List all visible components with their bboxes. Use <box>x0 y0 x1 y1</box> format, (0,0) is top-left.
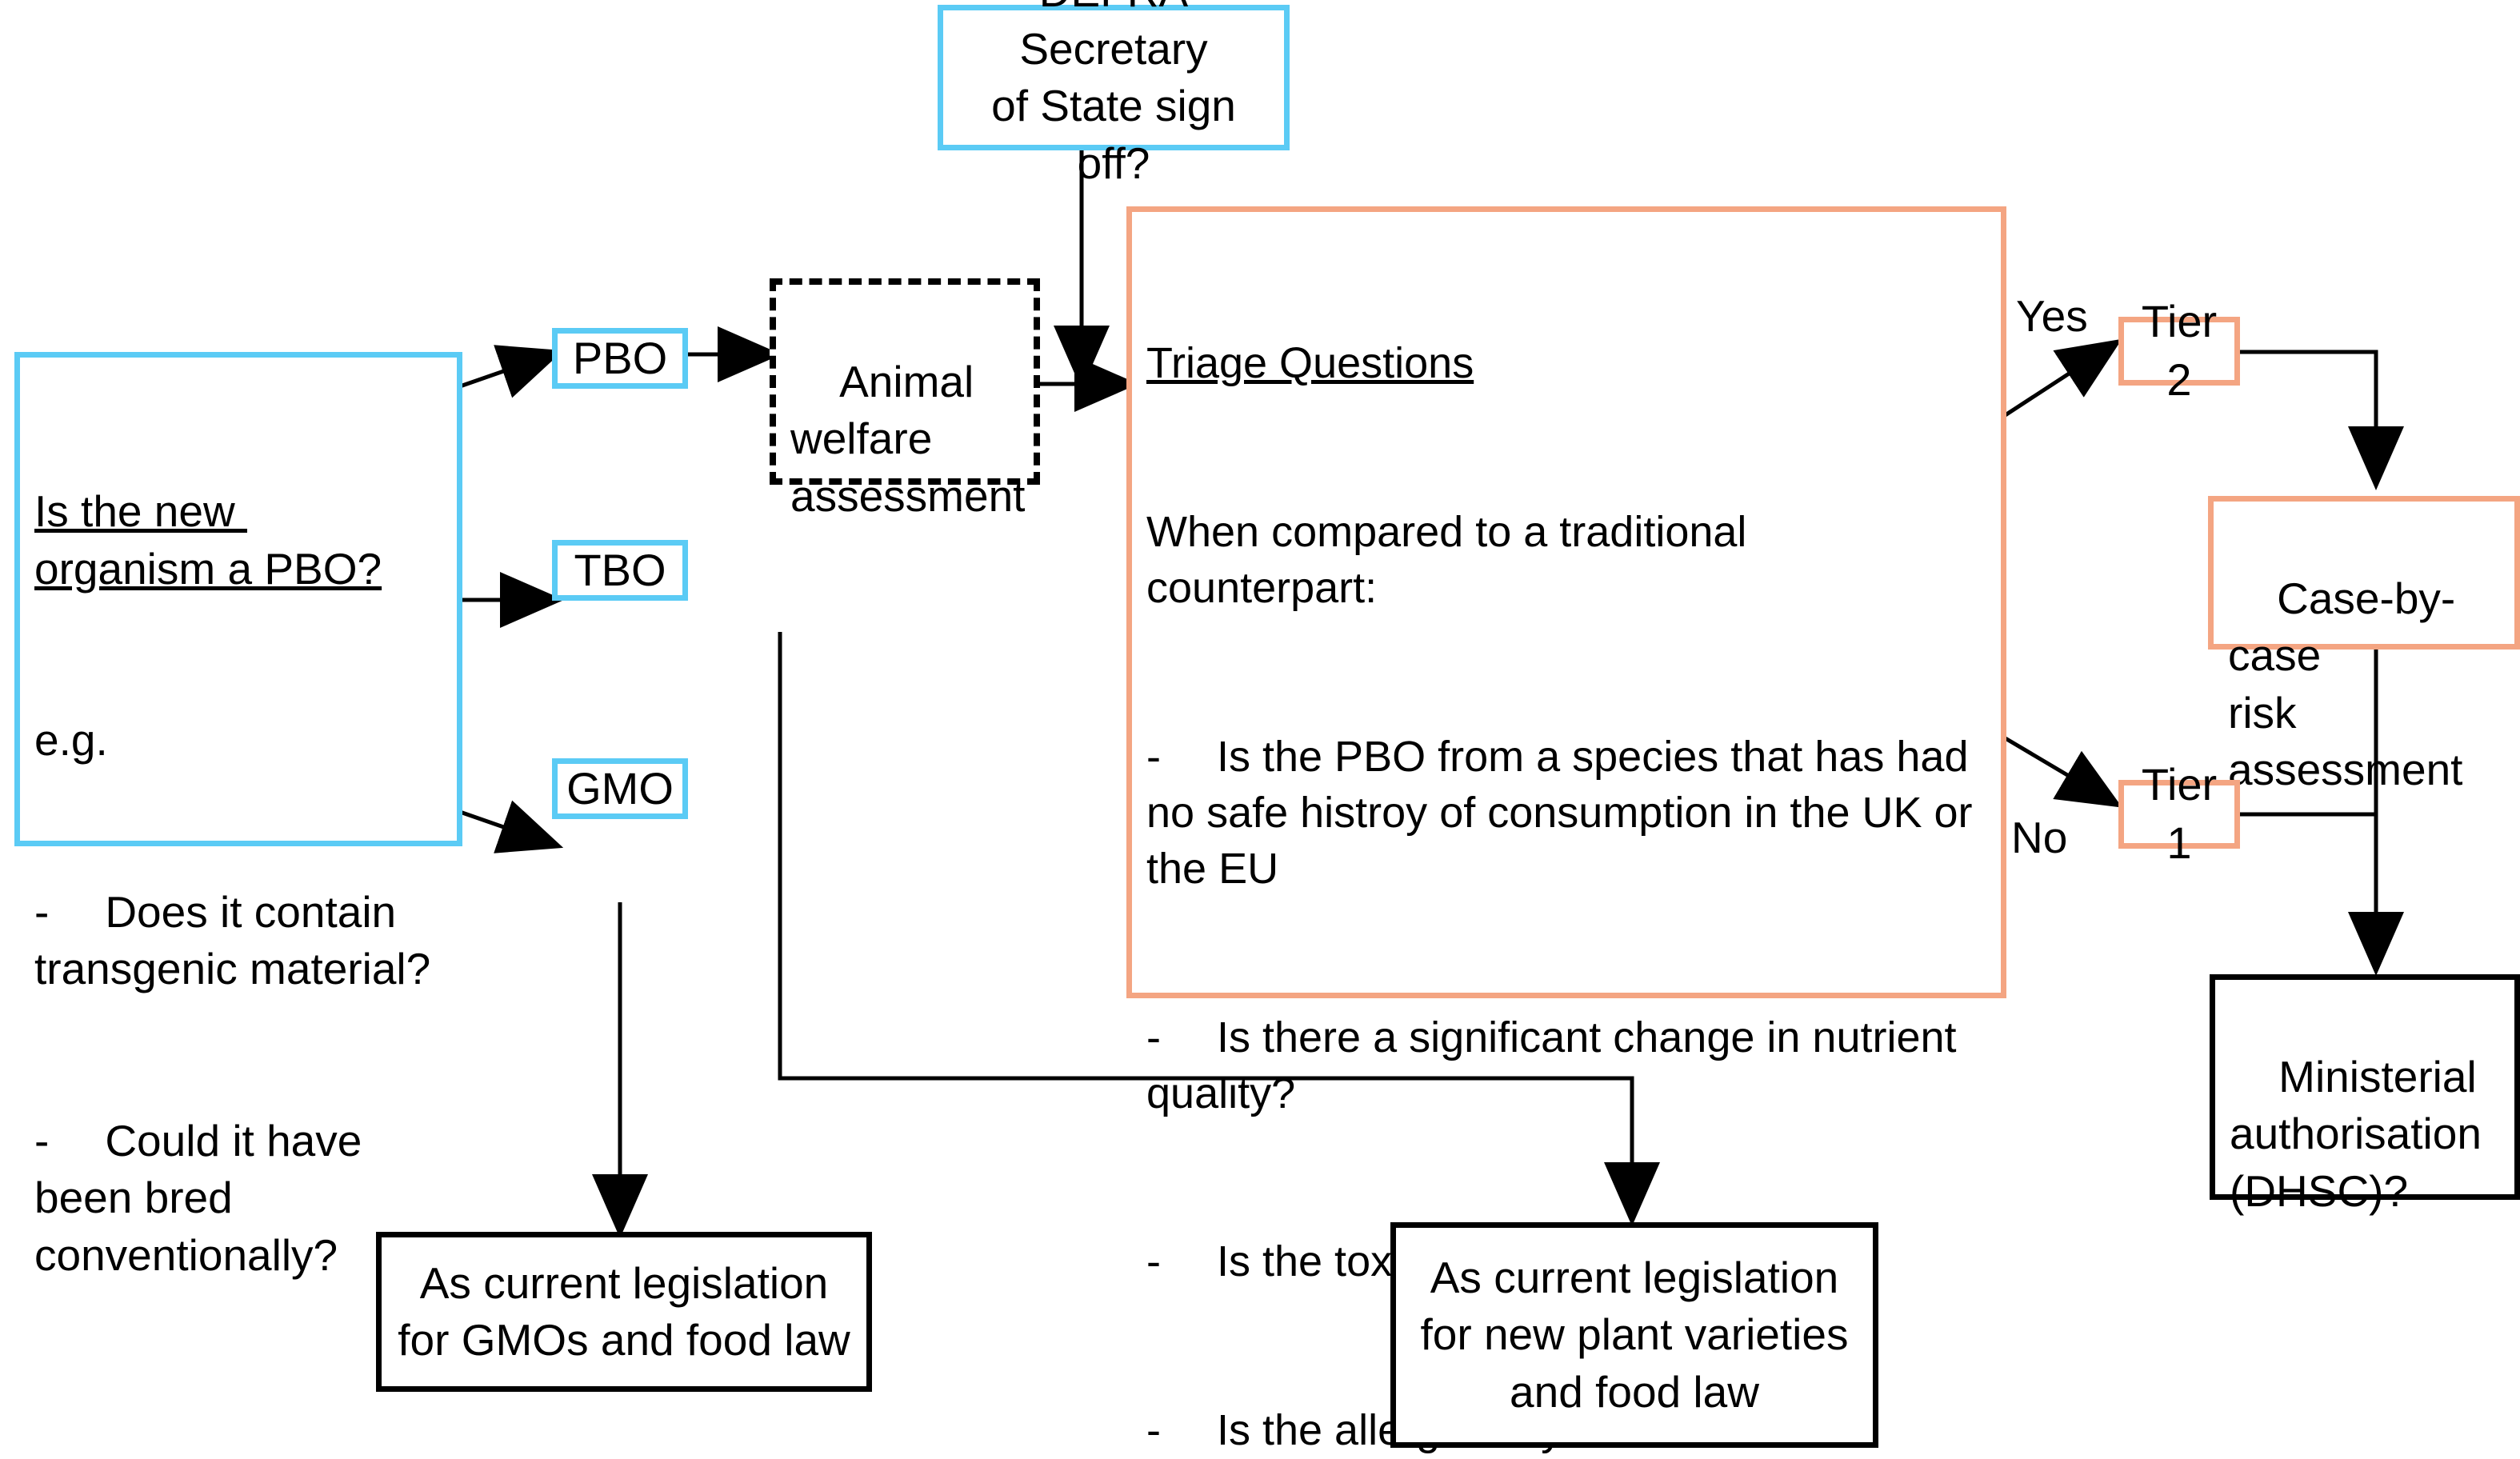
node-triage-bullet-1: -Is there a significant change in nutrie… <box>1146 1013 1969 1117</box>
node-outcome-gmo-legislation[interactable]: As current legislation for GMOs and food… <box>376 1232 872 1392</box>
node-tier-2[interactable]: Tier 2 <box>2118 296 2240 405</box>
node-animal-welfare-assessment[interactable]: Animal welfare assessment <box>770 278 1040 521</box>
node-animal-welfare-label: Animal welfare assessment <box>790 356 1026 521</box>
node-case-by-case-label: Case-by-case risk assessment <box>2228 573 2463 795</box>
node-pbo-question-bullet-0: -Does it contain transgenic material? <box>34 886 431 994</box>
node-tier-2-label: Tier 2 <box>2141 296 2230 405</box>
node-gmo-label: GMO <box>566 762 674 813</box>
edge-triage-no-tier1 <box>2002 735 2122 808</box>
node-defra-sign-off[interactable]: DEFRA Secretary of State sign off? <box>938 0 1290 188</box>
node-tier-1[interactable]: Tier 1 <box>2118 759 2240 868</box>
node-tbo[interactable]: TBO <box>552 540 688 601</box>
edge-question-to-pbo <box>459 345 564 398</box>
node-gmo[interactable]: GMO <box>552 758 688 819</box>
node-pbo-question[interactable]: Is the new organism a PBO? e.g. -Does it… <box>14 352 462 1280</box>
node-ministerial-label: Ministerial authorisation (DHSC)? <box>2230 1051 2482 1216</box>
edge-question-to-gmo <box>459 800 564 853</box>
node-case-by-case-risk-assessment[interactable]: Case-by-case risk assessment <box>2208 496 2520 794</box>
node-tier-1-label: Tier 1 <box>2141 759 2230 868</box>
node-pbo-question-eg: e.g. <box>34 715 108 765</box>
edge-triage-yes-tier2 <box>2002 338 2122 418</box>
edge-label-yes: Yes <box>2016 291 2088 341</box>
node-triage-intro: When compared to a traditional counterpa… <box>1146 507 1759 613</box>
node-pbo[interactable]: PBO <box>552 328 688 389</box>
node-outcome-plant-label: As current legislation for new plant var… <box>1420 1252 1849 1417</box>
node-triage-bullet-0: -Is the PBO from a species that has had … <box>1146 732 1985 893</box>
edge-tier2-to-case <box>2240 350 2404 490</box>
node-defra-label: DEFRA Secretary of State sign off? <box>991 0 1236 188</box>
node-outcome-gmo-label: As current legislation for GMOs and food… <box>398 1257 850 1365</box>
node-pbo-question-bullet-1: -Could it have been bred conventionally? <box>34 1115 374 1280</box>
node-tbo-label: TBO <box>574 544 666 595</box>
edge-label-no: No <box>2011 813 2068 862</box>
node-pbo-question-heading: Is the new organism a PBO? <box>34 486 382 594</box>
node-outcome-plant-legislation[interactable]: As current legislation for new plant var… <box>1390 1222 1878 1448</box>
node-ministerial-authorisation[interactable]: Ministerial authorisation (DHSC)? <box>2210 974 2520 1216</box>
node-triage-heading: Triage Questions <box>1146 339 1474 388</box>
node-triage-questions[interactable]: Triage Questions When compared to a trad… <box>1126 206 2006 1454</box>
node-pbo-label: PBO <box>572 332 668 383</box>
